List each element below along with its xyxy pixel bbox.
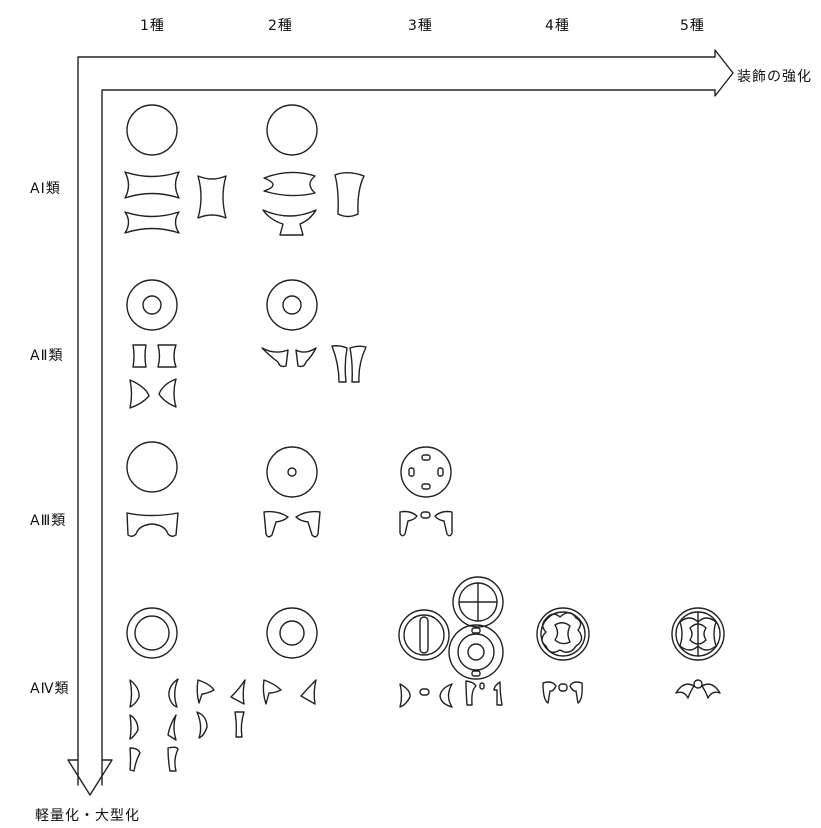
a4-type2-group <box>262 607 318 705</box>
a3-type2-group <box>263 446 321 538</box>
row-heading-a1: AⅠ類 <box>30 181 61 197</box>
horizontal-axis-arrow <box>77 49 734 786</box>
column-heading-5: 5種 <box>680 18 705 34</box>
a4-type5-group <box>671 607 725 699</box>
a4-type3-group <box>398 576 504 708</box>
a3-type3-group <box>399 446 453 537</box>
column-heading-1: 1種 <box>140 18 165 34</box>
row-heading-a3: AⅢ類 <box>30 513 67 529</box>
horizontal-axis-label: 装飾の強化 <box>737 69 812 85</box>
row-heading-a4: AⅣ類 <box>30 681 70 697</box>
a4-type1-group <box>126 607 246 772</box>
vertical-axis-arrow <box>67 759 113 796</box>
a4-type4-group <box>536 607 590 704</box>
column-heading-4: 4種 <box>545 18 570 34</box>
a3-type1-group <box>126 441 179 537</box>
a2-type1-group <box>126 279 178 409</box>
a1-type2-group <box>262 104 365 236</box>
column-heading-2: 2種 <box>268 18 293 34</box>
a2-type2-group <box>261 279 367 383</box>
column-heading-3: 3種 <box>408 18 433 34</box>
row-heading-a2: AⅡ類 <box>30 348 64 364</box>
a1-type1-group <box>124 104 227 234</box>
vertical-axis-label: 軽量化・大型化 <box>35 808 140 824</box>
